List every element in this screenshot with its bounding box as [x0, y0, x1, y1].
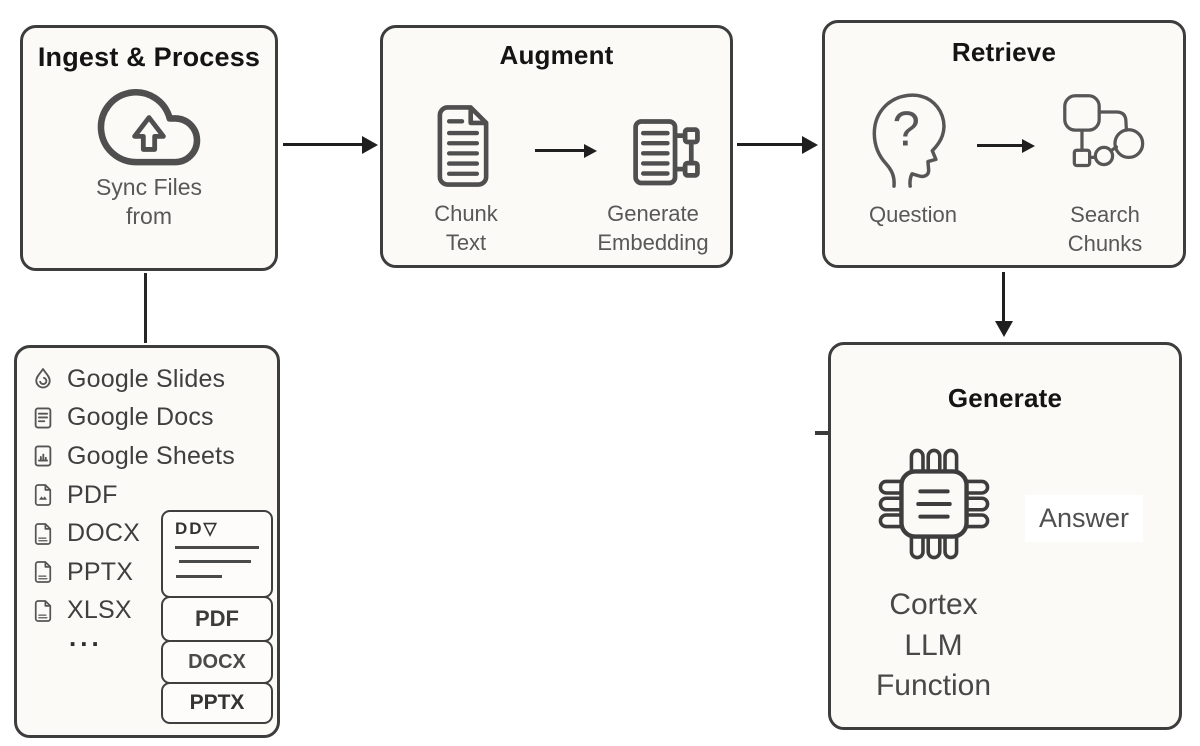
source-label: PPTX	[67, 557, 134, 586]
document-preview-glyphs: DD▽	[175, 519, 219, 538]
preview-text-line	[179, 560, 251, 563]
question-head-icon: ?	[872, 93, 946, 188]
source-label: DOCX	[67, 519, 141, 548]
list-item: Google Docs	[17, 399, 277, 438]
llm-line: LLM	[904, 628, 963, 662]
cortex-llm-block: Cortex LLM Function	[831, 441, 1036, 707]
source-label: Google Docs	[67, 403, 214, 432]
stack-card-docx: DOCX	[161, 640, 273, 684]
chunk-text-line2: Text	[445, 229, 487, 255]
stray-tick-mark	[815, 431, 828, 435]
xlsx-file-icon	[34, 600, 52, 622]
stack-card-pptx: PPTX	[161, 682, 273, 724]
augment-title: Augment	[499, 40, 614, 70]
pptx-file-icon	[34, 561, 52, 584]
source-label: XLSX	[67, 596, 132, 625]
ingest-to-augment-arrow	[283, 143, 363, 146]
ingest-to-sources-line	[144, 273, 148, 343]
chunks-graph-icon	[1063, 94, 1145, 168]
search-chunks-line2: Chunks	[1067, 230, 1143, 256]
preview-text-line	[176, 575, 222, 578]
more-sources-ellipsis: ...	[69, 622, 103, 653]
stack-card-pdf: PDF	[161, 596, 273, 642]
google-docs-icon	[34, 407, 52, 429]
list-item: Google Slides	[17, 360, 277, 399]
search-chunks-line1: Search	[1070, 202, 1140, 227]
list-item: PPTX	[17, 553, 277, 592]
retrieve-to-generate-arrow	[1002, 272, 1005, 322]
augment-to-retrieve-arrow	[737, 143, 803, 146]
document-text-icon	[437, 105, 489, 187]
question-to-search-arrow	[977, 144, 1023, 147]
ingest-caption-line2: from	[126, 203, 172, 230]
retrieve-panel: Retrieve ? Question Search Chunks	[822, 20, 1186, 268]
google-slides-icon	[35, 368, 51, 389]
generate-embedding-line1: Generate	[607, 201, 699, 226]
question-label: Question	[868, 202, 958, 227]
google-sheets-icon	[34, 446, 52, 467]
search-chunks-label: Search Chunks	[1027, 201, 1183, 258]
chunk-text-label: Chunk Text	[391, 200, 541, 257]
generate-embedding-line2: Embedding	[597, 229, 709, 255]
retrieve-title: Retrieve	[951, 37, 1057, 67]
source-label: Google Sheets	[67, 441, 235, 470]
generate-embedding-label: Generate Embedding	[563, 200, 743, 257]
embedding-nodes-icon	[633, 119, 700, 186]
generate-title: Generate	[947, 383, 1063, 413]
ingest-caption-line1: Sync Files	[95, 174, 203, 200]
ingest-process-panel: Ingest & Process Sync Files from	[20, 25, 278, 271]
list-item: XLSX	[17, 592, 277, 631]
cortex-llm-function-label: Cortex LLM Function	[876, 585, 991, 707]
svg-text:?: ?	[893, 103, 920, 157]
cortex-line: Cortex	[889, 588, 978, 621]
cpu-chip-icon	[878, 448, 989, 560]
pdf-file-icon	[34, 484, 52, 506]
chunk-text-line1: Chunk	[434, 201, 498, 226]
docx-file-icon	[34, 522, 52, 545]
list-item: PDF	[17, 476, 277, 515]
source-label: PDF	[67, 480, 118, 509]
generate-panel: Generate	[828, 342, 1182, 730]
file-sources-panel: Google Slides Google Docs Google Sheets	[14, 345, 280, 738]
document-preview-card: DD▽	[161, 510, 273, 598]
list-item: DOCX	[17, 514, 277, 553]
source-label: Google Slides	[67, 364, 226, 393]
function-line: Function	[875, 669, 992, 702]
preview-text-line	[175, 546, 259, 549]
document-stack: DD▽ PDF DOCX PPTX	[161, 510, 273, 724]
ingest-title: Ingest & Process	[37, 42, 261, 72]
augment-panel: Augment Chunk Text	[380, 25, 733, 268]
ingest-caption: Sync Files from	[96, 173, 202, 232]
list-item: Google Sheets	[17, 437, 277, 476]
cloud-upload-icon	[97, 89, 201, 166]
chunk-to-embedding-arrow	[535, 149, 585, 152]
answer-label: Answer	[1025, 495, 1144, 542]
